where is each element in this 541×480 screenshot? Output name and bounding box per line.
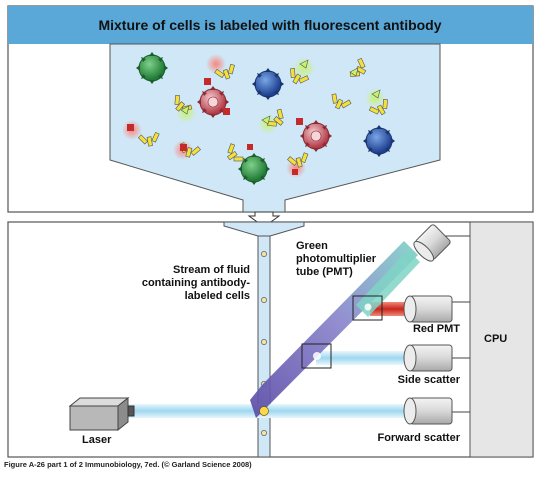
glow-point xyxy=(364,303,372,311)
cell-blue-1 xyxy=(252,68,284,100)
cell-green-1 xyxy=(136,52,168,84)
red-pmt xyxy=(403,295,453,323)
fluid-stream xyxy=(257,235,271,458)
figure-caption: Figure A-26 part 1 of 2 Immunobiology, 7… xyxy=(4,460,252,469)
green-pmt-label: Green photomultiplier tube (PMT) xyxy=(296,240,377,278)
red-pmt-label: Red PMT xyxy=(412,323,460,335)
intersection-point xyxy=(259,406,269,416)
glow-point xyxy=(313,352,321,360)
panel-title: Mixture of cells is labeled with fluores… xyxy=(98,17,441,33)
forward-scatter-pmt xyxy=(403,397,453,425)
top-panel: Mixture of cells is labeled with fluores… xyxy=(7,5,534,213)
side-scatter-pmt xyxy=(403,344,453,372)
green-pmt-beam xyxy=(356,250,420,317)
side-scatter-label: Side scatter xyxy=(397,374,460,386)
side-scatter-beam xyxy=(316,351,410,365)
dichroic-mirror-2 xyxy=(301,343,332,369)
laser-label: Laser xyxy=(82,434,112,446)
cpu-label: CPU xyxy=(484,333,508,345)
cell-red-1 xyxy=(197,78,230,118)
stream-label: Stream of fluid containing antibody-labe… xyxy=(141,264,250,302)
cell-blue-2 xyxy=(363,125,395,157)
bottom-panel xyxy=(7,221,534,458)
antibodies xyxy=(122,54,388,178)
laser xyxy=(68,396,135,432)
title-bar xyxy=(8,6,533,44)
dichroic-mirror-1 xyxy=(352,295,383,321)
red-pmt-beam xyxy=(370,302,410,316)
cell-green-2 xyxy=(238,144,270,185)
green-pmt xyxy=(413,224,451,262)
forward-scatter-label: Forward scatter xyxy=(377,432,460,444)
cell-red-2 xyxy=(296,118,332,152)
cpu-box xyxy=(469,221,534,458)
